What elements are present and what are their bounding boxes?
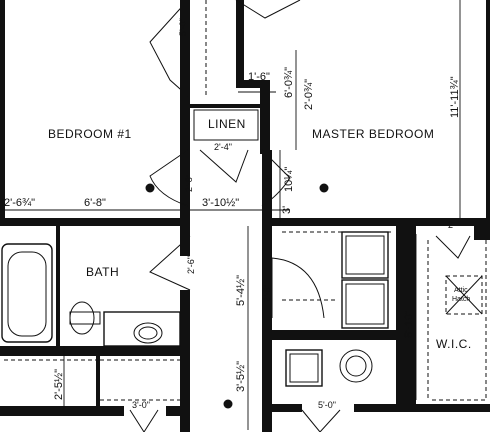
- dim-linen-depth: 6'-0¾": [283, 67, 295, 98]
- dim-wc-bottom-door: 5'-0": [318, 400, 336, 410]
- dim-wc-height: 3'-5½": [235, 361, 247, 392]
- dim-bath-door: 2'-6": [186, 256, 196, 274]
- room-label-master-bedroom: MASTER BEDROOM: [312, 127, 434, 141]
- dim-corridor-small: 10¼": [283, 167, 295, 192]
- attic-hatch-label-1: Attic: [454, 287, 468, 294]
- linen-closet: [193, 109, 259, 141]
- dim-laundry-height: 5'-4½": [235, 275, 247, 306]
- dim-laundry-total: 8'-10": [403, 310, 415, 338]
- dim-corridor-right: 3': [281, 206, 293, 214]
- dim-master-right: 2'-0¾": [303, 79, 315, 110]
- dim-wic-door: 2': [448, 220, 455, 230]
- dim-bed-left-width: 2'-6¾": [4, 197, 35, 209]
- dim-laundry-door: 2'-8": [262, 284, 272, 302]
- room-label-wic: W.I.C.: [436, 337, 472, 351]
- walk-in-closet: [427, 240, 487, 401]
- dimension-lines: [0, 0, 461, 430]
- dim-bed-mid-width: 6'-8": [84, 197, 106, 209]
- dim-bath-lower: 2'-5½": [53, 369, 65, 400]
- room-label-bedroom: BEDROOM #1: [48, 127, 132, 141]
- room-label-bath: BATH: [86, 265, 119, 279]
- attic-hatch-label-2: Hatch: [452, 296, 470, 303]
- laundry-fixtures: [282, 231, 392, 387]
- dim-closet-top: 5'-0": [178, 18, 188, 36]
- dim-linen-width: 2'-4": [214, 142, 232, 152]
- dim-linen-width-top: 1'-6": [248, 71, 270, 83]
- smoke-detectors: [145, 183, 329, 409]
- door-swings: [129, 149, 471, 432]
- room-label-linen: LINEN: [208, 117, 246, 131]
- dim-corridor-width: 3'-10½": [202, 197, 239, 209]
- dim-door-left: 2'-8": [184, 174, 194, 192]
- dim-bath-bottom-door: 3'-0": [132, 400, 150, 410]
- bath-fixtures: [1, 243, 190, 401]
- dim-master-far-right: 11'-11¾": [449, 76, 461, 118]
- dim-door-master: 2'-8": [264, 174, 274, 192]
- bedroom-closet: [149, 0, 301, 97]
